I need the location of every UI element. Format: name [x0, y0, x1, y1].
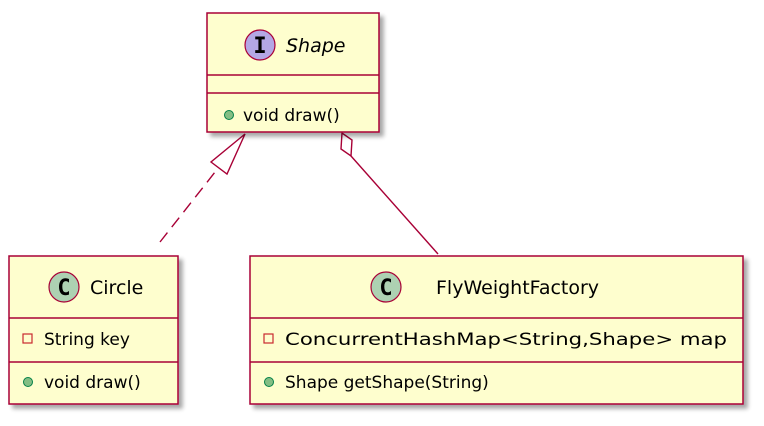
- circle-class[interactable]: C Circle String key void draw(): [8, 255, 179, 405]
- shape-method-draw: void draw(): [243, 106, 340, 126]
- flyweight-factory-title: FlyWeightFactory: [436, 277, 599, 299]
- circle-field-key: String key: [44, 330, 130, 350]
- class-badge-icon: [370, 271, 402, 303]
- aggregation-diamond: [340, 131, 353, 158]
- class-badge-letter: C: [57, 276, 70, 301]
- flyweight-factory-class[interactable]: C FlyWeightFactory ConcurrentHashMap<Str…: [249, 255, 744, 405]
- class-badge-icon: [48, 271, 80, 303]
- private-field-icon: [22, 333, 33, 344]
- public-method-icon: [23, 377, 33, 387]
- class-badge-letter: C: [379, 276, 392, 301]
- aggregation-edge-factory-to-shape: [340, 131, 439, 255]
- realization-edge-circle-to-shape: [159, 133, 246, 243]
- interface-badge-icon: [244, 29, 276, 61]
- circle-title: Circle: [90, 277, 143, 299]
- shape-interface[interactable]: I Shape void draw(): [206, 12, 380, 133]
- interface-badge-letter: I: [253, 34, 266, 59]
- factory-field-map: ConcurrentHashMap<String,Shape> map: [285, 330, 727, 350]
- public-method-icon: [224, 110, 234, 120]
- private-field-icon: [263, 333, 274, 344]
- public-method-icon: [264, 377, 274, 387]
- realization-arrowhead: [209, 133, 246, 176]
- shape-title: Shape: [286, 35, 346, 57]
- circle-method-draw: void draw(): [44, 373, 141, 393]
- edges: [159, 131, 439, 255]
- factory-method-getshape: Shape getShape(String): [285, 373, 489, 393]
